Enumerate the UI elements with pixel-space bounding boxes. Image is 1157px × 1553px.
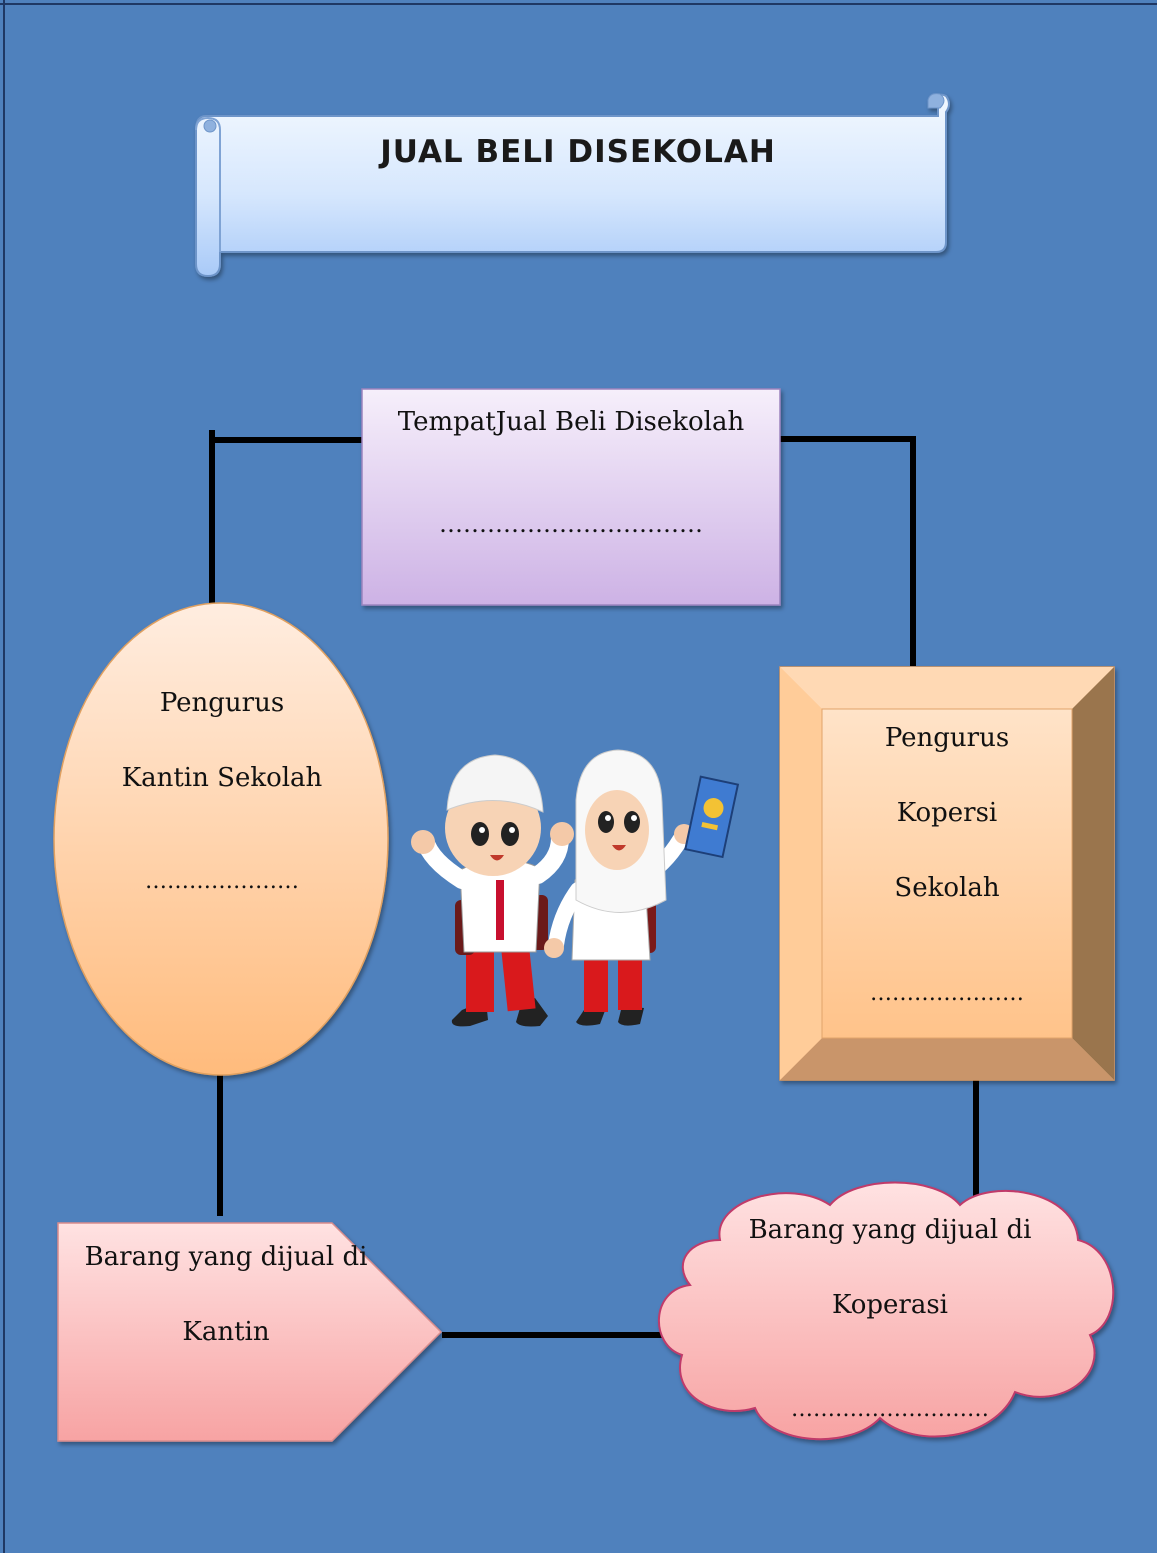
kantin-oval-line2: Kantin Sekolah (122, 763, 323, 793)
girl-figure (544, 749, 740, 1026)
koperasi-goods-line1: Barang yang dijual di (749, 1215, 1032, 1245)
koperasi-box (779, 666, 1115, 1081)
center-box (361, 388, 781, 606)
book-icon (684, 775, 740, 859)
kantin-oval (53, 602, 389, 1076)
koperasi-box-line3: Sekolah (894, 873, 999, 903)
kantin-goods-arrow (57, 1222, 443, 1442)
connector-top-right (780, 436, 916, 666)
title-banner (195, 93, 950, 278)
koperasi-goods-cloud (658, 1181, 1115, 1441)
kantin-oval-blank: ………………… (145, 869, 299, 894)
koperasi-goods-blank: ……………………… (791, 1397, 989, 1422)
koperasi-box-blank: ………………… (870, 981, 1024, 1006)
center-box-blank: …………………………… (439, 510, 703, 538)
title-text: JUAL BELI DISEKOLAH (378, 134, 776, 170)
koperasi-box-line2: Kopersi (897, 798, 998, 828)
kantin-goods-line2: Kantin (182, 1317, 269, 1347)
center-box-label: TempatJual Beli Disekolah (398, 407, 745, 437)
kantin-goods-line1: Barang yang dijual di (85, 1242, 368, 1272)
kantin-oval-line1: Pengurus (160, 688, 284, 718)
boy-figure (411, 754, 574, 1027)
koperasi-goods-line2: Koperasi (832, 1290, 948, 1320)
connector-lines (209, 430, 979, 1338)
school-children-icon (411, 749, 740, 1027)
koperasi-box-line1: Pengurus (885, 723, 1009, 753)
